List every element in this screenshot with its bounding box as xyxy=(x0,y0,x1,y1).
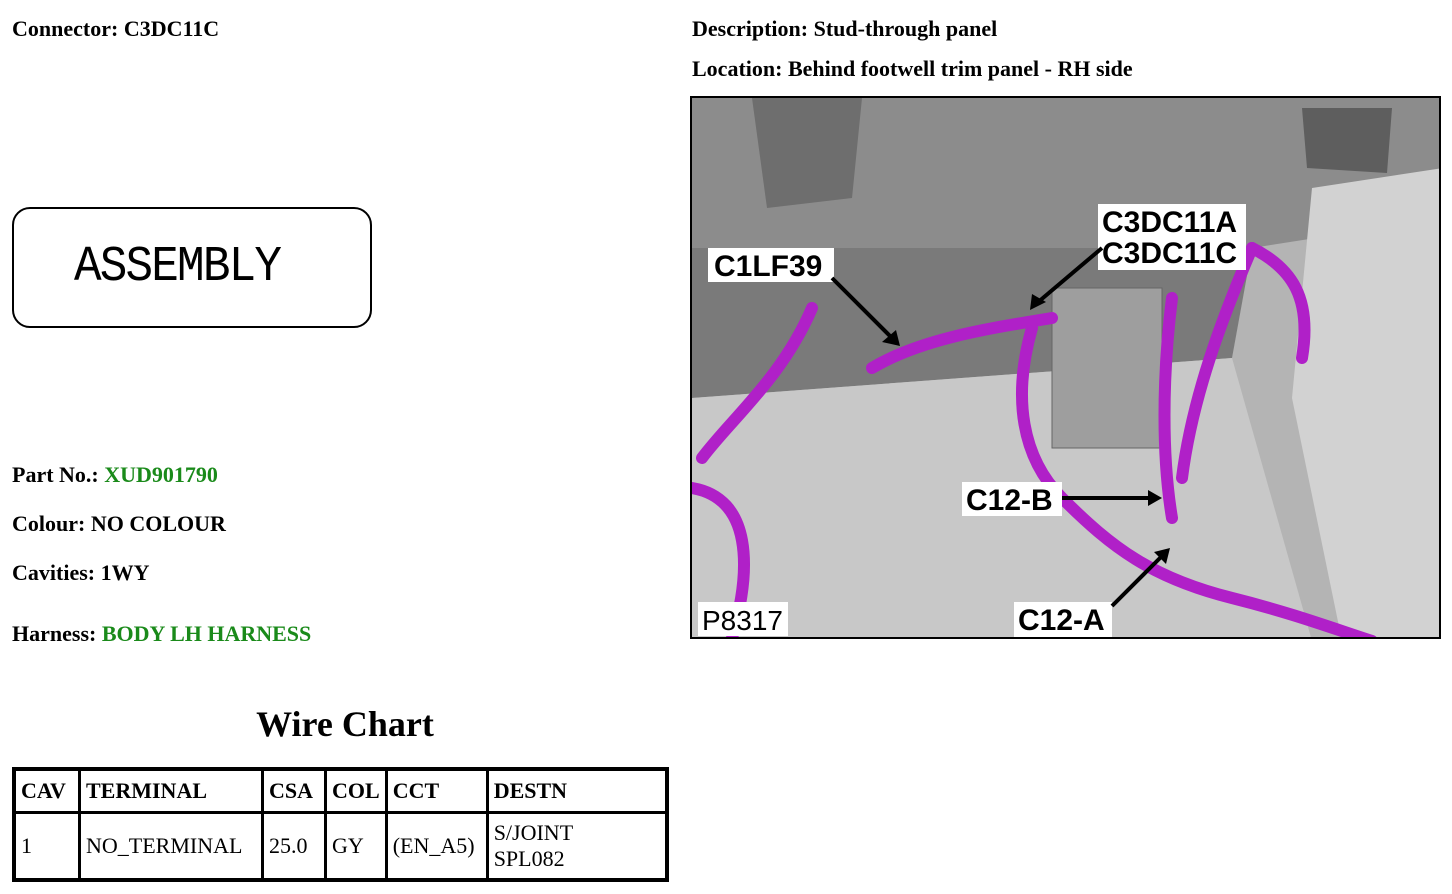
part-number-label: Part No.: xyxy=(12,462,99,487)
header-csa: CSA xyxy=(261,767,327,814)
arrow-c3dc11 xyxy=(1035,246,1104,305)
location-line: Location: Behind footwell trim panel - R… xyxy=(692,56,1133,82)
header-terminal: TERMINAL xyxy=(78,767,264,814)
table-row: 1 NO_TERMINAL 25.0 GY (EN_A5) S/JOINT SP… xyxy=(12,811,669,882)
colour-label: Colour: xyxy=(12,511,86,536)
description-label: Description: xyxy=(692,16,809,41)
cavities-label: Cavities: xyxy=(12,560,96,585)
callout-c3dc11c: C3DC11C xyxy=(1098,236,1246,270)
arrowhead-c1lf39 xyxy=(882,330,900,346)
harness-drawing xyxy=(692,242,1377,637)
connector-line: Connector: C3DC11C xyxy=(12,16,219,42)
location-photo: C3DC11A C3DC11C C1LF39 C12-B C12-A P8317 xyxy=(690,96,1441,639)
callout-c12a: C12-A xyxy=(1014,602,1112,637)
cell-cav: 1 xyxy=(12,811,81,882)
table-header-row: CAV TERMINAL CSA COL CCT DESTN xyxy=(12,767,669,814)
wire-chart-title: Wire Chart xyxy=(256,704,434,744)
callout-c3dc11a-text: C3DC11A xyxy=(1102,206,1237,239)
glovebox-left xyxy=(752,98,862,208)
connector-value: C3DC11C xyxy=(123,16,220,41)
part-number-line: Part No.: XUD901790 xyxy=(12,462,218,488)
location-label: Location: xyxy=(692,56,783,81)
harness-line: Harness: BODY LH HARNESS xyxy=(12,621,311,647)
cell-terminal: NO_TERMINAL xyxy=(78,811,264,882)
cell-col: GY xyxy=(324,811,388,882)
colour-value: NO COLOUR xyxy=(90,511,226,536)
header-cav: CAV xyxy=(12,767,81,814)
callout-c3dc11c-text: C3DC11C xyxy=(1102,237,1237,270)
fuse-box xyxy=(1051,287,1163,449)
header-destn: DESTN xyxy=(485,767,669,814)
header-col: COL xyxy=(324,767,388,814)
dashboard-panel xyxy=(692,98,1439,248)
callout-c12b-text: C12-B xyxy=(966,484,1053,517)
arrow-c12a xyxy=(1110,554,1164,608)
assembly-text: ASSEMBLY xyxy=(74,239,282,296)
connector-label: Connector: xyxy=(12,16,119,41)
callout-c12a-text: C12-A xyxy=(1018,604,1105,637)
arrowhead-c12b xyxy=(1148,490,1162,506)
callout-c1lf39-text: C1LF39 xyxy=(714,250,822,283)
harness-link[interactable]: BODY LH HARNESS xyxy=(101,621,312,646)
wire-chart-table: CAV TERMINAL CSA COL CCT DESTN 1 NO_TERM… xyxy=(12,767,669,882)
description-line: Description: Stud-through panel xyxy=(692,16,997,42)
cell-cct: (EN_A5) xyxy=(384,811,489,882)
location-illustration: C3DC11A C3DC11C C1LF39 C12-B C12-A P8317 xyxy=(692,98,1439,637)
cavities-value: 1WY xyxy=(100,560,150,585)
arrow-c1lf39 xyxy=(830,276,894,340)
photo-reference-text: P8317 xyxy=(702,605,783,636)
destn-line-1: S/JOINT xyxy=(493,820,574,845)
callout-c1lf39: C1LF39 xyxy=(708,248,834,283)
arrowhead-c12a xyxy=(1154,548,1170,564)
glovebox-right xyxy=(1302,108,1392,173)
destn-line-2: SPL082 xyxy=(493,846,565,871)
header-cct: CCT xyxy=(384,767,489,814)
callout-c12b: C12-B xyxy=(962,482,1062,517)
a-pillar-trim xyxy=(1292,168,1439,637)
description-value: Stud-through panel xyxy=(813,16,998,41)
location-value: Behind footwell trim panel - RH side xyxy=(787,56,1133,81)
arrowhead-c3dc11 xyxy=(1030,294,1046,310)
assembly-image: ASSEMBLY xyxy=(12,207,372,328)
photo-reference: P8317 xyxy=(698,602,788,636)
cavities-line: Cavities: 1WY xyxy=(12,560,149,586)
callout-c3dc11a: C3DC11A xyxy=(1098,204,1246,239)
cell-destn: S/JOINT SPL082 xyxy=(485,811,669,882)
part-number-link[interactable]: XUD901790 xyxy=(104,462,218,487)
harness-label: Harness: xyxy=(12,621,97,646)
colour-line: Colour: NO COLOUR xyxy=(12,511,226,537)
cell-csa: 25.0 xyxy=(261,811,327,882)
